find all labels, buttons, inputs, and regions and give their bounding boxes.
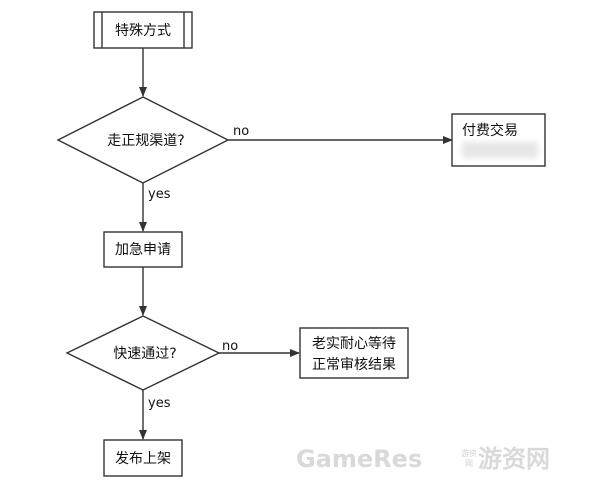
node-paid-trade-blur bbox=[462, 142, 538, 158]
node-special-method-box bbox=[93, 11, 193, 49]
watermark-brand: GameRes bbox=[296, 445, 422, 473]
node-publish: 发布上架 bbox=[103, 439, 183, 477]
node-wait-result-box bbox=[299, 327, 409, 379]
node-special-method-label: 特殊方式 bbox=[115, 23, 171, 39]
node-publish-box bbox=[103, 439, 183, 477]
edge-label-yes-1: yes bbox=[148, 187, 171, 202]
node-paid-trade-box bbox=[451, 113, 546, 167]
watermark-cn: 游资网 bbox=[478, 445, 550, 473]
node-fast-pass-diamond bbox=[65, 315, 221, 391]
node-urgent-apply-box bbox=[103, 231, 183, 268]
node-wait-result-line2: 正常审核结果 bbox=[312, 357, 396, 373]
node-publish-label: 发布上架 bbox=[115, 451, 171, 467]
node-special-method: 特殊方式 bbox=[93, 11, 193, 49]
edge-label-no-2: no bbox=[222, 339, 238, 354]
node-regular-channel-label: 走正规渠道? bbox=[107, 133, 184, 149]
watermark-small-top: 游资 bbox=[461, 448, 477, 458]
node-paid-trade: 付费交易 bbox=[451, 113, 546, 167]
node-urgent-apply-label: 加急申请 bbox=[115, 242, 171, 258]
edge-label-yes-2: yes bbox=[148, 396, 171, 411]
node-fast-pass: 快速通过? bbox=[65, 315, 221, 391]
edge-label-no-1: no bbox=[233, 124, 249, 139]
node-paid-trade-label: 付费交易 bbox=[462, 122, 518, 139]
node-wait-result-line1: 老实耐心等待 bbox=[312, 335, 396, 352]
node-urgent-apply: 加急申请 bbox=[103, 231, 183, 268]
node-wait-result: 老实耐心等待 正常审核结果 bbox=[299, 327, 409, 379]
watermark: GameRes 游资 网 游资网 bbox=[296, 445, 550, 473]
node-regular-channel-diamond bbox=[56, 96, 230, 184]
node-regular-channel: 走正规渠道? bbox=[56, 96, 230, 184]
watermark-small-bottom: 网 bbox=[465, 459, 473, 468]
node-fast-pass-label: 快速通过? bbox=[113, 346, 176, 362]
connectors bbox=[139, 48, 453, 440]
